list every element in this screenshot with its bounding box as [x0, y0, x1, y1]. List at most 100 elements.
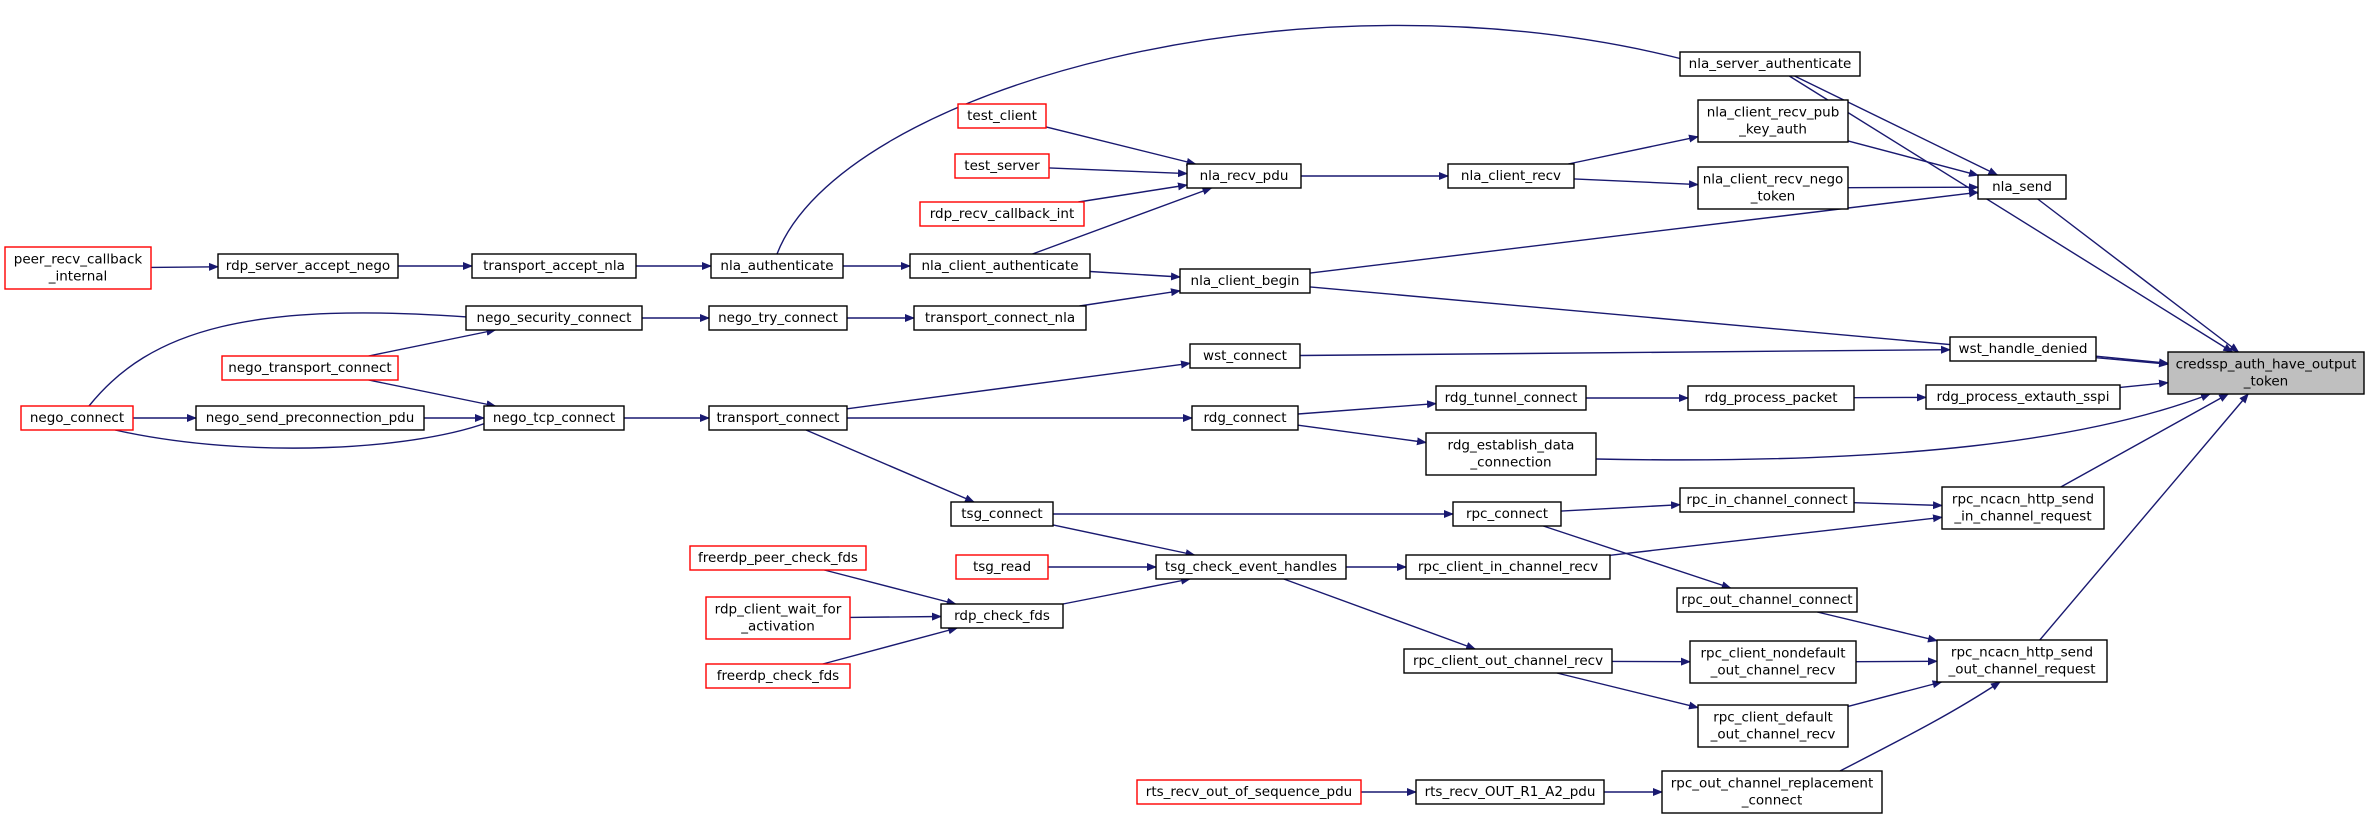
node-box[interactable] [705, 596, 851, 640]
node-box[interactable] [217, 253, 399, 279]
node-nla_client_authenticate[interactable]: nla_client_authenticate [909, 253, 1091, 279]
node-box[interactable] [1136, 779, 1362, 805]
node-rpc_out_channel_connect[interactable]: rpc_out_channel_connect [1676, 587, 1858, 613]
node-test_server[interactable]: test_server [954, 153, 1050, 179]
node-box[interactable] [1186, 163, 1302, 189]
node-nego_security_connect[interactable]: nego_security_connect [465, 305, 643, 331]
node-credssp[interactable]: credssp_auth_have_output_token [2167, 351, 2365, 395]
node-test_client[interactable]: test_client [957, 103, 1047, 129]
node-box[interactable] [710, 253, 844, 279]
node-rdp_client_wait_for_activation[interactable]: rdp_client_wait_for_activation [705, 596, 851, 640]
node-box[interactable] [1155, 554, 1347, 580]
node-box[interactable] [465, 305, 643, 331]
node-freerdp_peer_check_fds[interactable]: freerdp_peer_check_fds [689, 545, 867, 571]
node-box[interactable] [913, 305, 1087, 331]
node-nla_client_recv_pub_key_auth[interactable]: nla_client_recv_pub_key_auth [1697, 99, 1849, 143]
node-rpc_client_in_channel_recv[interactable]: rpc_client_in_channel_recv [1405, 554, 1611, 580]
node-box[interactable] [1447, 163, 1575, 189]
node-rdg_process_extauth_sspi[interactable]: rdg_process_extauth_sspi [1925, 384, 2121, 410]
node-nego_try_connect[interactable]: nego_try_connect [708, 305, 848, 331]
node-box[interactable] [919, 201, 1085, 227]
node-rpc_client_out_channel_recv[interactable]: rpc_client_out_channel_recv [1403, 648, 1613, 674]
node-box[interactable] [1415, 779, 1605, 805]
node-nego_send_preconnection_pdu[interactable]: nego_send_preconnection_pdu [195, 405, 425, 431]
node-rdg_connect[interactable]: rdg_connect [1191, 405, 1299, 431]
node-box[interactable] [1191, 405, 1299, 431]
node-box[interactable] [1687, 385, 1855, 411]
node-box[interactable] [20, 405, 134, 431]
node-rdp_server_accept_nego[interactable]: rdp_server_accept_nego [217, 253, 399, 279]
node-box[interactable] [471, 253, 637, 279]
node-tsg_read[interactable]: tsg_read [955, 554, 1049, 580]
node-box[interactable] [954, 153, 1050, 179]
node-rpc_ncacn_http_send_out_channel_request[interactable]: rpc_ncacn_http_send_out_channel_request [1936, 639, 2108, 683]
node-rpc_client_default_out_channel_recv[interactable]: rpc_client_default_out_channel_recv [1697, 704, 1849, 748]
node-box[interactable] [1435, 385, 1587, 411]
node-nla_client_recv[interactable]: nla_client_recv [1447, 163, 1575, 189]
node-rpc_connect[interactable]: rpc_connect [1452, 501, 1562, 527]
node-box[interactable] [1679, 487, 1855, 513]
node-box[interactable] [1689, 640, 1857, 684]
node-box[interactable] [1179, 268, 1311, 294]
node-box[interactable] [1697, 99, 1849, 143]
node-peer_recv_callback_internal[interactable]: peer_recv_callback_internal [4, 246, 152, 290]
node-box[interactable] [1936, 639, 2108, 683]
node-nla_recv_pdu[interactable]: nla_recv_pdu [1186, 163, 1302, 189]
node-rts_recv_OUT_R1_A2_pdu[interactable]: rts_recv_OUT_R1_A2_pdu [1415, 779, 1605, 805]
node-box[interactable] [1452, 501, 1562, 527]
node-box[interactable] [1403, 648, 1613, 674]
node-box[interactable] [957, 103, 1047, 129]
node-nla_client_recv_nego_token[interactable]: nla_client_recv_nego_token [1697, 166, 1849, 210]
node-box[interactable] [950, 501, 1054, 527]
node-box[interactable] [708, 305, 848, 331]
node-rdg_process_packet[interactable]: rdg_process_packet [1687, 385, 1855, 411]
node-rpc_ncacn_http_send_in_channel_request[interactable]: rpc_ncacn_http_send_in_channel_request [1941, 486, 2105, 530]
node-nla_client_begin[interactable]: nla_client_begin [1179, 268, 1311, 294]
node-nla_authenticate[interactable]: nla_authenticate [710, 253, 844, 279]
node-tsg_check_event_handles[interactable]: tsg_check_event_handles [1155, 554, 1347, 580]
node-rpc_client_nondefault_out_channel_recv[interactable]: rpc_client_nondefault_out_channel_recv [1689, 640, 1857, 684]
node-rdp_recv_callback_int[interactable]: rdp_recv_callback_int [919, 201, 1085, 227]
node-tsg_connect[interactable]: tsg_connect [950, 501, 1054, 527]
node-rpc_out_channel_replacement_connect[interactable]: rpc_out_channel_replacement_connect [1661, 770, 1883, 814]
node-nla_send[interactable]: nla_send [1977, 174, 2067, 200]
node-box[interactable] [1189, 343, 1301, 369]
node-box[interactable] [1949, 336, 2097, 362]
node-transport_accept_nla[interactable]: transport_accept_nla [471, 253, 637, 279]
node-box[interactable] [4, 246, 152, 290]
node-nego_connect[interactable]: nego_connect [20, 405, 134, 431]
node-box[interactable] [1941, 486, 2105, 530]
node-box[interactable] [689, 545, 867, 571]
node-rdg_tunnel_connect[interactable]: rdg_tunnel_connect [1435, 385, 1587, 411]
node-box[interactable] [1697, 704, 1849, 748]
node-box[interactable] [1405, 554, 1611, 580]
node-transport_connect[interactable]: transport_connect [708, 405, 848, 431]
node-box[interactable] [1925, 384, 2121, 410]
node-box[interactable] [221, 355, 399, 381]
node-box[interactable] [708, 405, 848, 431]
node-box[interactable] [940, 603, 1064, 629]
node-box[interactable] [1697, 166, 1849, 210]
node-rdg_establish_data_connection[interactable]: rdg_establish_data_connection [1425, 432, 1597, 476]
node-box[interactable] [1661, 770, 1883, 814]
node-box[interactable] [2167, 351, 2365, 395]
node-box[interactable] [909, 253, 1091, 279]
node-box[interactable] [1679, 51, 1861, 77]
node-rpc_in_channel_connect[interactable]: rpc_in_channel_connect [1679, 487, 1855, 513]
node-box[interactable] [1676, 587, 1858, 613]
node-box[interactable] [195, 405, 425, 431]
node-nego_tcp_connect[interactable]: nego_tcp_connect [483, 405, 625, 431]
node-box[interactable] [705, 663, 851, 689]
node-freerdp_check_fds[interactable]: freerdp_check_fds [705, 663, 851, 689]
node-wst_handle_denied[interactable]: wst_handle_denied [1949, 336, 2097, 362]
node-box[interactable] [955, 554, 1049, 580]
node-rts_recv_out_of_sequence_pdu[interactable]: rts_recv_out_of_sequence_pdu [1136, 779, 1362, 805]
node-box[interactable] [1977, 174, 2067, 200]
node-transport_connect_nla[interactable]: transport_connect_nla [913, 305, 1087, 331]
node-rdp_check_fds[interactable]: rdp_check_fds [940, 603, 1064, 629]
node-box[interactable] [1425, 432, 1597, 476]
node-nego_transport_connect[interactable]: nego_transport_connect [221, 355, 399, 381]
node-box[interactable] [483, 405, 625, 431]
node-wst_connect[interactable]: wst_connect [1189, 343, 1301, 369]
node-nla_server_authenticate[interactable]: nla_server_authenticate [1679, 51, 1861, 77]
